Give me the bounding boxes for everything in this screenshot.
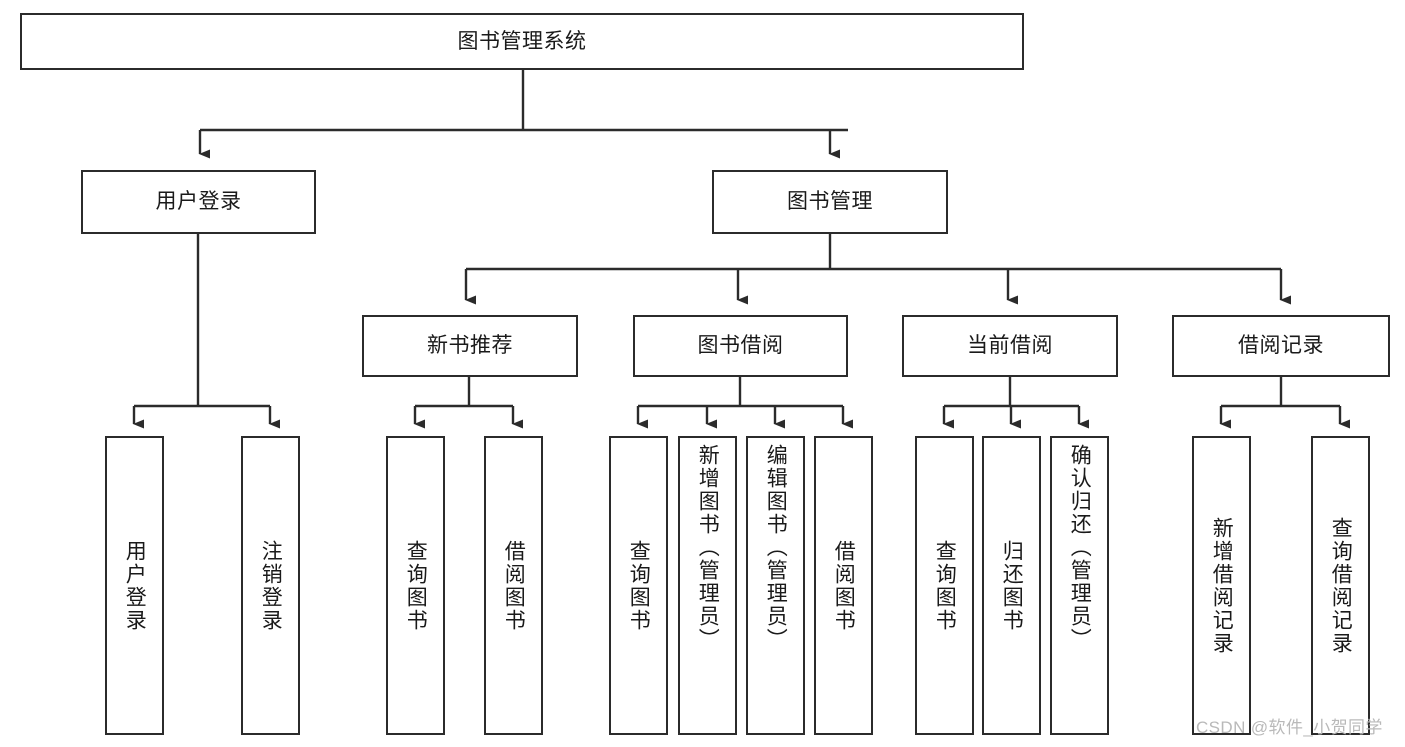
node-book-management[interactable]: 图书管理 [712, 170, 948, 234]
leaf-user-login-signout[interactable]: 注销登录 [241, 436, 300, 735]
csdn-watermark: CSDN @软件_小贺同学 [1196, 718, 1383, 737]
leaf-book-borrow-add-admin[interactable]: 新增图书（管理员） [678, 436, 737, 735]
node-label: 当前借阅 [967, 334, 1053, 358]
node-label: 查询借阅记录 [1329, 516, 1353, 655]
node-new-book-recommend[interactable]: 新书推荐 [362, 315, 578, 377]
node-label: 用户登录 [155, 190, 242, 214]
node-label: 查询图书 [627, 539, 651, 632]
node-label: 确认归还（管理员） [1068, 444, 1092, 651]
leaf-book-borrow-borrow[interactable]: 借阅图书 [814, 436, 873, 735]
node-book-borrow[interactable]: 图书借阅 [633, 315, 848, 377]
node-label: 归还图书 [1000, 539, 1024, 632]
node-label: 用户登录 [123, 539, 147, 632]
leaf-current-borrow-confirm-return-admin[interactable]: 确认归还（管理员） [1050, 436, 1109, 735]
leaf-borrow-record-query[interactable]: 查询借阅记录 [1311, 436, 1370, 735]
leaf-book-borrow-edit-admin[interactable]: 编辑图书（管理员） [746, 436, 805, 735]
leaf-book-borrow-query[interactable]: 查询图书 [609, 436, 668, 735]
node-label: 新增借阅记录 [1210, 516, 1234, 655]
leaf-current-borrow-query[interactable]: 查询图书 [915, 436, 974, 735]
node-label: 新书推荐 [427, 334, 513, 358]
leaf-new-book-borrow[interactable]: 借阅图书 [484, 436, 543, 735]
node-label: 新增图书（管理员） [696, 444, 720, 651]
node-label: 查询图书 [933, 539, 957, 632]
node-label: 借阅图书 [832, 539, 856, 632]
node-label: 图书管理 [787, 190, 873, 214]
leaf-current-borrow-return[interactable]: 归还图书 [982, 436, 1041, 735]
node-label: 借阅图书 [502, 539, 526, 632]
node-user-login[interactable]: 用户登录 [81, 170, 316, 234]
node-current-borrow[interactable]: 当前借阅 [902, 315, 1118, 377]
node-label: 编辑图书（管理员） [764, 444, 788, 651]
leaf-new-book-query[interactable]: 查询图书 [386, 436, 445, 735]
node-label: 图书管理系统 [457, 29, 587, 53]
node-borrow-record[interactable]: 借阅记录 [1172, 315, 1390, 377]
node-label: 图书借阅 [697, 334, 784, 358]
node-label: 查询图书 [404, 539, 428, 632]
node-label: 注销登录 [259, 539, 283, 632]
leaf-user-login-signin[interactable]: 用户登录 [105, 436, 164, 735]
node-label: 借阅记录 [1238, 334, 1324, 358]
leaf-borrow-record-add[interactable]: 新增借阅记录 [1192, 436, 1251, 735]
node-root-book-management-system[interactable]: 图书管理系统 [20, 13, 1024, 70]
